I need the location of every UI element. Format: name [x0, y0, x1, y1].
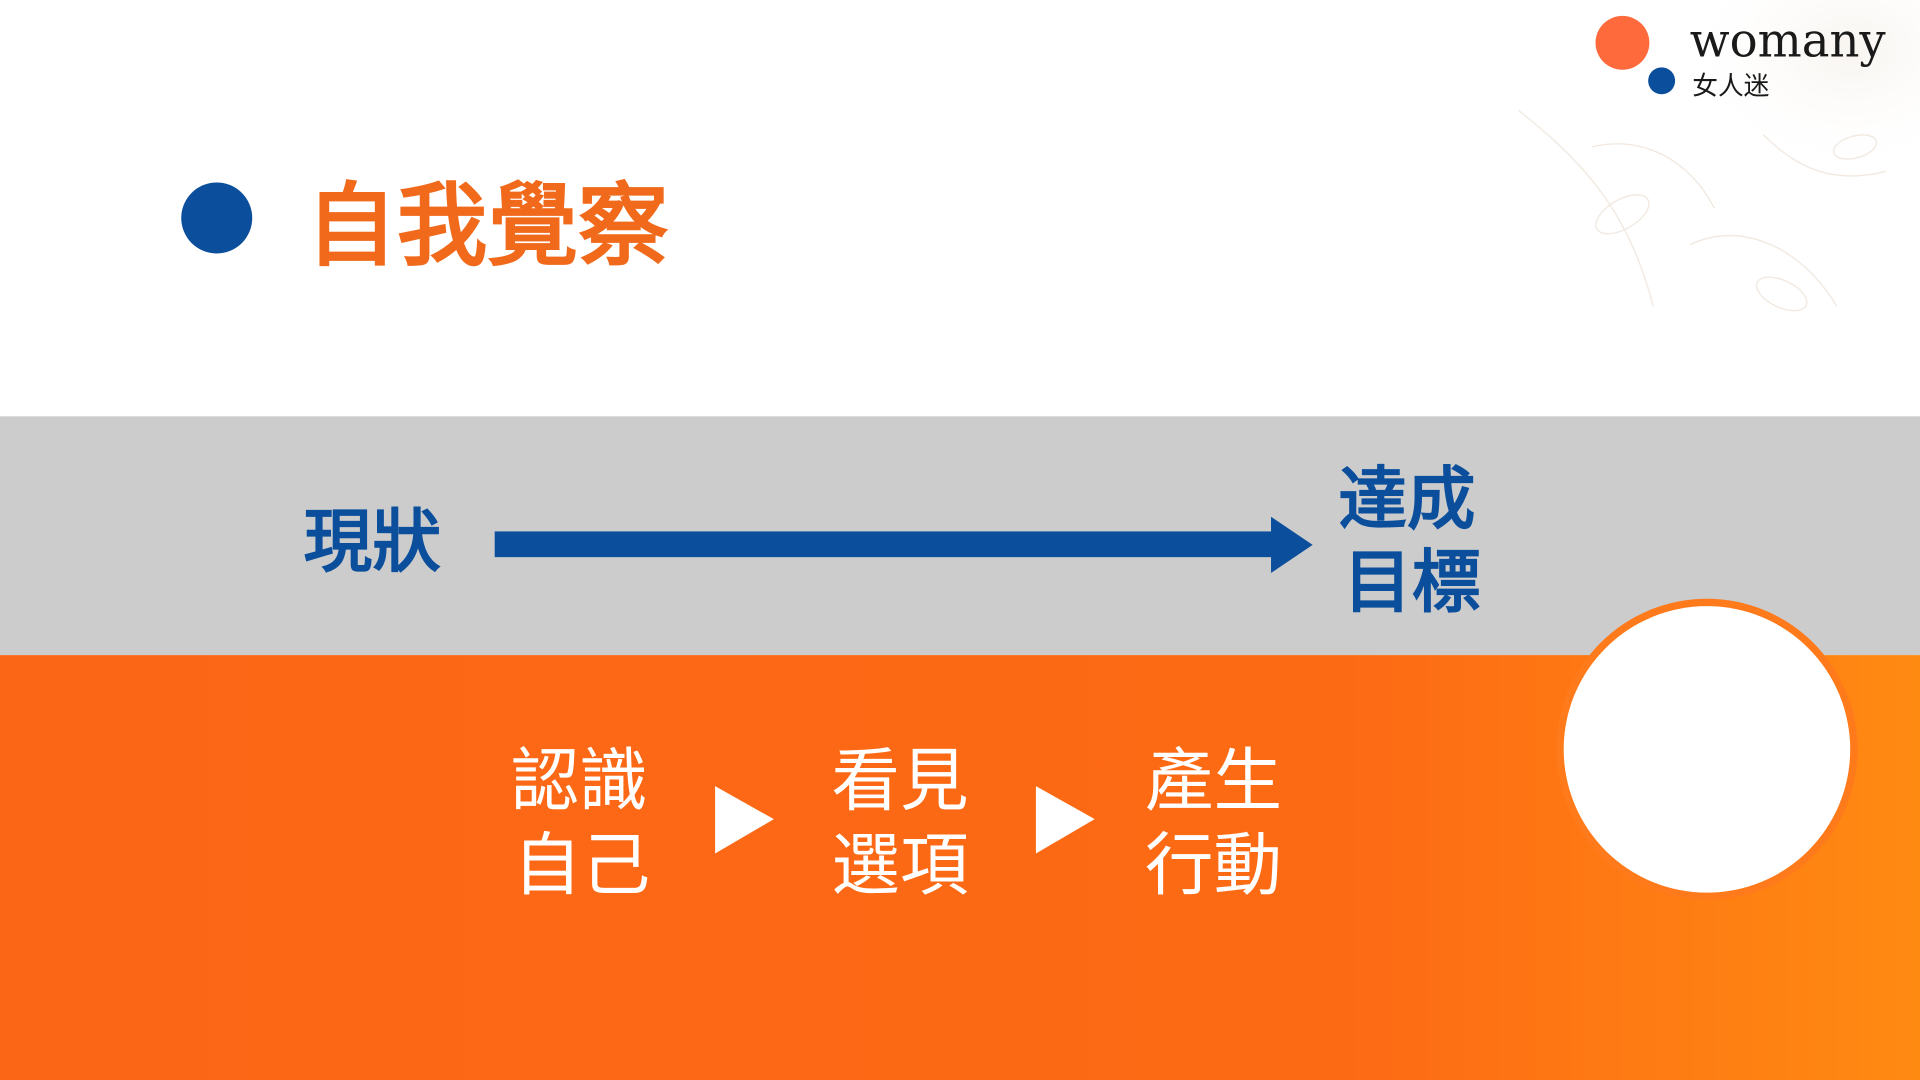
step-arrow-2-icon — [1035, 786, 1095, 854]
step-3-line2: 行動 — [1145, 826, 1282, 906]
progress-arrow-icon — [494, 516, 1313, 574]
step-2-line2: 選項 — [831, 826, 968, 906]
floral-background — [1346, 0, 1920, 417]
logo-chinese-name: 女人迷 — [1692, 71, 1769, 101]
step-3-line1: 產生 — [1145, 741, 1282, 821]
step-2-line1: 看見 — [831, 741, 968, 821]
logo-orange-dot-icon — [1595, 15, 1650, 70]
goal-label-line2: 目標 — [1343, 543, 1480, 623]
step-1-line2: 自己 — [513, 826, 650, 906]
logo-blue-dot-icon — [1648, 67, 1676, 95]
title-bullet-icon — [181, 182, 253, 254]
goal-label-line1: 達成 — [1338, 460, 1475, 540]
step-arrow-1-icon — [715, 786, 774, 854]
step-1: 認識 自己 — [511, 741, 651, 905]
step-1-line1: 認識 — [511, 741, 648, 821]
step-3: 產生 行動 — [1145, 741, 1282, 905]
step-2: 看見 選項 — [831, 741, 968, 905]
floral-pattern — [1517, 109, 1886, 312]
page-title: 自我覺察 — [306, 174, 669, 279]
womany-logo[interactable]: womany 女人迷 — [1595, 13, 1887, 101]
start-label: 現狀 — [304, 503, 442, 583]
avatar-placeholder — [1563, 606, 1851, 893]
logo-wordmark: womany — [1690, 13, 1887, 67]
